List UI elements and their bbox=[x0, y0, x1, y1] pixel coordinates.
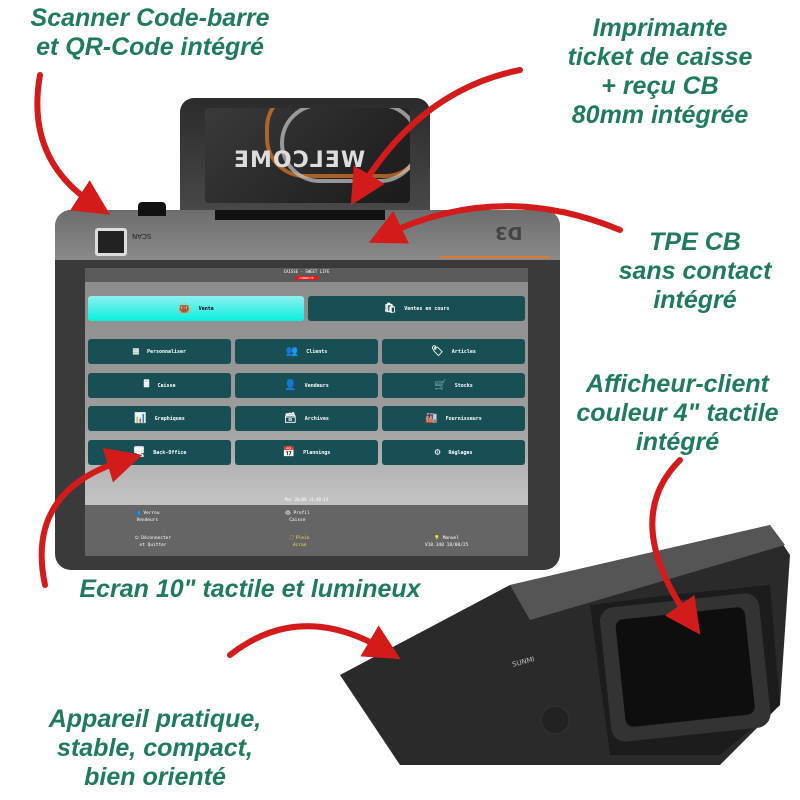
callout-device: Appareil pratique, stable, compact, bien… bbox=[48, 705, 262, 791]
arrow-printer bbox=[350, 67, 523, 206]
lock-sellers-button[interactable]: 👥 Verrou Vendeurs bbox=[135, 510, 160, 524]
tile-graphiques[interactable]: 📊 Graphiques bbox=[88, 406, 231, 431]
arrow-tpe bbox=[368, 203, 623, 244]
scanner-trigger bbox=[138, 202, 166, 216]
tile-label: Back-Office bbox=[153, 449, 187, 456]
callout-screen: Ecran 10" tactile et lumineux bbox=[79, 575, 421, 603]
ventes-en-cours-label: Ventes en cours bbox=[404, 305, 450, 312]
tile-label: Graphiques bbox=[154, 415, 185, 422]
cash-register-icon: 🖩 bbox=[143, 379, 150, 390]
pos-app-screen: CAISSE - SWEET LIFE CONNECTÉ 👜 Vente 🛍 Ven… bbox=[85, 268, 528, 556]
callout-display: Afficheur-client couleur 4" tactile inté… bbox=[576, 370, 779, 456]
chart-icon: 📊 bbox=[134, 413, 147, 424]
datetime: Mar 26/08 11:48:14 bbox=[284, 497, 329, 502]
shopping-bag-icon: 👜 bbox=[178, 303, 191, 314]
pending-sales-icon: 🛍 bbox=[383, 303, 397, 314]
fullscreen-label: Plein écran bbox=[292, 536, 310, 548]
tile-label: Caisse bbox=[157, 382, 176, 389]
ventes-en-cours-button[interactable]: 🛍 Ventes en cours bbox=[308, 296, 525, 321]
tile-label: Archives bbox=[304, 415, 329, 422]
callout-scanner: Scanner Code-barre et QR-Code intégré bbox=[30, 4, 270, 61]
tile-label: Stocks bbox=[454, 382, 473, 389]
factory-icon: 🏭 bbox=[425, 413, 438, 424]
tile-label: Réglages bbox=[448, 449, 473, 456]
status-badge: CONNECTÉ bbox=[295, 276, 318, 280]
fullscreen-button[interactable]: ⛶ Plein écran bbox=[290, 535, 309, 549]
tile-caisse[interactable]: 🖩 Caisse bbox=[88, 373, 231, 398]
arrow-display bbox=[649, 457, 701, 635]
arrow-device bbox=[227, 623, 401, 660]
dolly-icon: 🛒 bbox=[434, 380, 447, 391]
tile-personnaliser[interactable]: ▦ Personnaliser bbox=[88, 339, 231, 364]
lock-label: Verrou Vendeurs bbox=[136, 511, 160, 523]
app-header-title: CAISSE - SWEET LIFE bbox=[283, 269, 330, 274]
lightbulb-icon: 💡 bbox=[434, 536, 443, 541]
profile-button[interactable]: 🖨 Profil Caisse bbox=[285, 510, 310, 524]
archive-icon: 🗃 bbox=[284, 413, 297, 424]
callout-printer: Imprimante ticket de caisse + reçu CB 80… bbox=[567, 14, 753, 129]
tile-stocks[interactable]: 🛒 Stocks bbox=[382, 373, 525, 398]
lock-user-icon: 👥 bbox=[135, 511, 144, 516]
tile-label: Plannings bbox=[303, 449, 331, 456]
gear-icon: ⚙ bbox=[434, 447, 441, 458]
logout-label: Déconnecter et Quitter bbox=[139, 536, 172, 548]
accent-line bbox=[440, 256, 550, 258]
profile-label: Profil Caisse bbox=[289, 511, 310, 523]
tile-plannings[interactable]: 📅 Plannings bbox=[235, 440, 378, 465]
logout-button[interactable]: ⏻ Déconnecter et Quitter bbox=[135, 535, 171, 549]
manual-button[interactable]: 💡 Manuel V10.340 18/08/25 bbox=[425, 535, 468, 549]
receipt-slot bbox=[215, 210, 385, 220]
tile-clients[interactable]: 👥 Clients bbox=[235, 339, 378, 364]
power-icon: ⏻ bbox=[135, 536, 142, 541]
tile-fournisseurs[interactable]: 🏭 Fournisseurs bbox=[382, 406, 525, 431]
vente-button[interactable]: 👜 Vente bbox=[88, 296, 304, 321]
tile-articles[interactable]: 🏷 Articles bbox=[382, 339, 525, 364]
tags-icon: 🏷 bbox=[431, 346, 444, 357]
grid-icon: ▦ bbox=[132, 346, 139, 357]
vente-label: Vente bbox=[198, 305, 214, 312]
tile-label: Articles bbox=[451, 348, 476, 355]
tile-archives[interactable]: 🗃 Archives bbox=[235, 406, 378, 431]
manual-label: Manuel V10.340 18/08/25 bbox=[425, 536, 469, 548]
arrow-screen bbox=[38, 447, 143, 588]
tile-label: Vendeurs bbox=[304, 382, 329, 389]
tile-r-glages[interactable]: ⚙ Réglages bbox=[382, 440, 525, 465]
users-icon: 👥 bbox=[285, 346, 299, 357]
seller-icon: 👤 bbox=[284, 380, 297, 391]
app-footer: 👥 Verrou Vendeurs 🖨 Profil Caisse ⏻ Déco… bbox=[85, 505, 528, 556]
app-header: CAISSE - SWEET LIFE CONNECTÉ bbox=[85, 268, 528, 282]
arrow-scanner bbox=[34, 72, 111, 215]
printer-icon: 🖨 bbox=[285, 511, 294, 516]
tile-label: Clients bbox=[306, 348, 328, 355]
calendar-icon: 📅 bbox=[282, 447, 296, 458]
device-side-view bbox=[340, 525, 790, 765]
fullscreen-icon: ⛶ bbox=[290, 536, 296, 541]
scanner-window bbox=[95, 228, 127, 256]
tile-label: Personnaliser bbox=[146, 348, 187, 355]
tile-vendeurs[interactable]: 👤 Vendeurs bbox=[235, 373, 378, 398]
callout-tpe: TPE CB sans contact intégré bbox=[618, 228, 772, 314]
tile-label: Fournisseurs bbox=[445, 415, 482, 422]
